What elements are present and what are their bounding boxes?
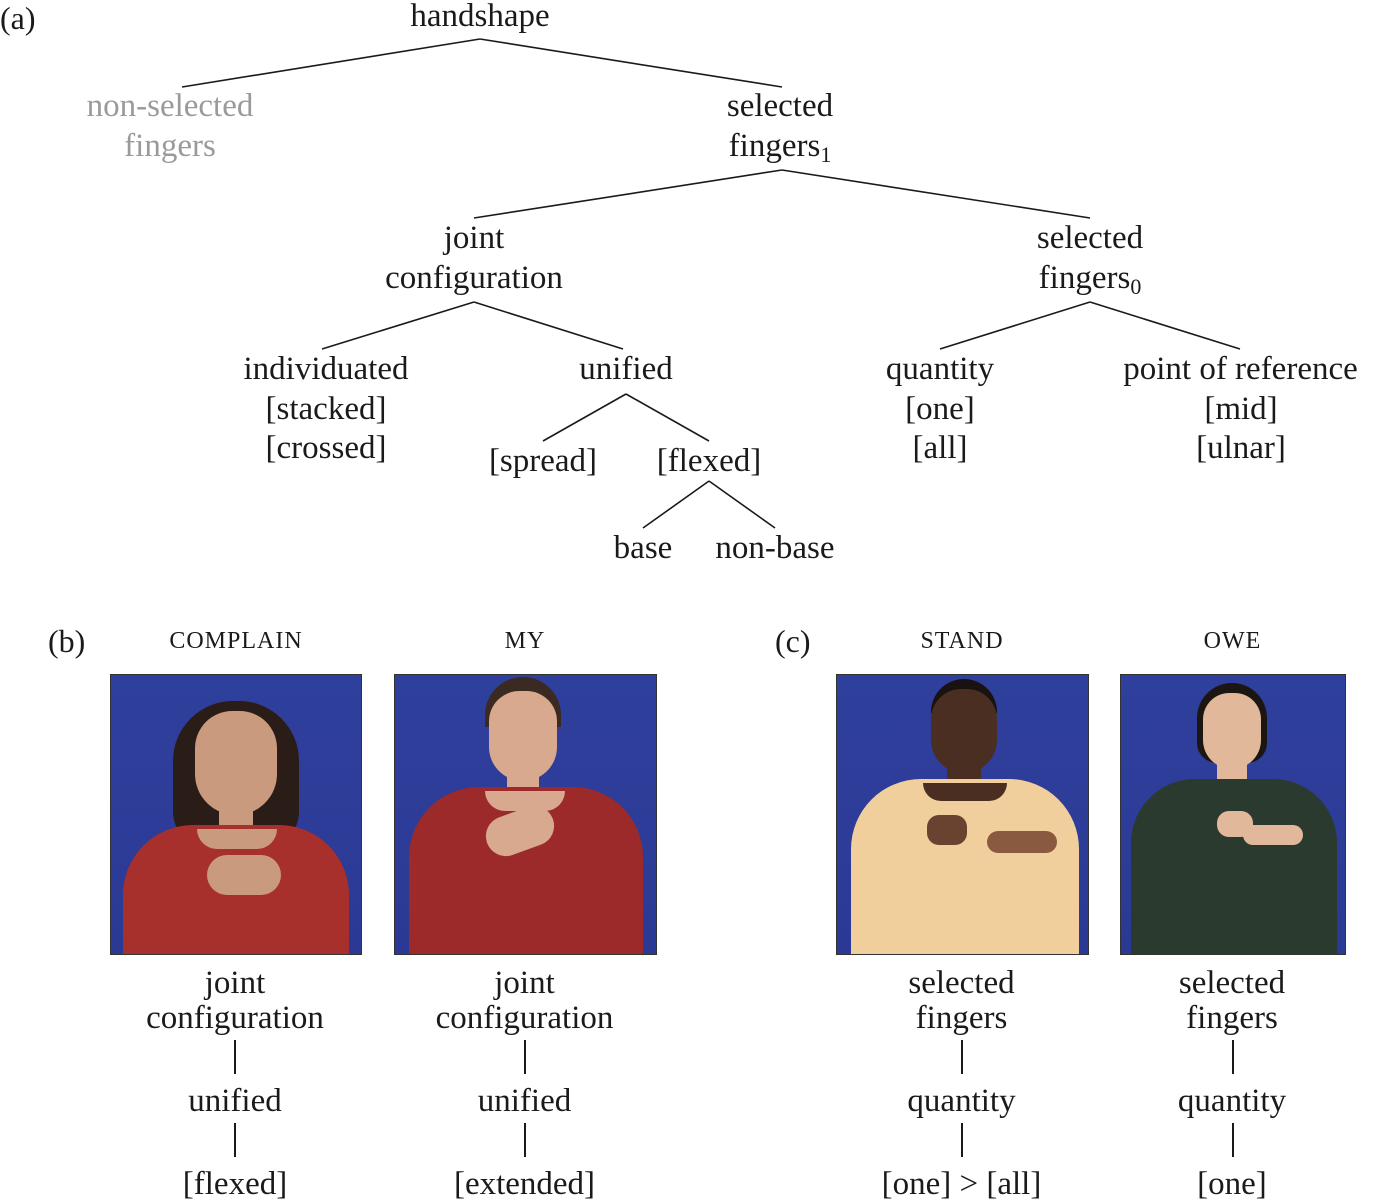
owe-edge-2 (1232, 1123, 1234, 1157)
complain-edge-2 (234, 1123, 236, 1157)
stand-line1: selected (908, 965, 1015, 1001)
owe-mid: quantity (1177, 1083, 1287, 1119)
node-joint-configuration-line1: joint (443, 220, 505, 256)
owe-edge-1 (1232, 1040, 1234, 1074)
complain-edge-1 (234, 1040, 236, 1074)
feature-stacked: [stacked] (265, 391, 387, 427)
feature-ulnar: [ulnar] (1196, 430, 1286, 466)
node-base: base (613, 530, 673, 566)
photo-owe (1120, 674, 1346, 955)
node-selected-fingers1-line1: selected (726, 88, 834, 124)
gloss-stand: STAND (920, 628, 1004, 654)
photo-complain (110, 674, 362, 955)
complain-line1: joint (204, 965, 266, 1001)
node-unified: unified (579, 351, 673, 387)
complain-mid: unified (188, 1083, 282, 1119)
gloss-owe: OWE (1203, 628, 1262, 654)
feature-one: [one] (905, 391, 975, 427)
my-edge-2 (524, 1123, 526, 1157)
node-selected-fingers0-line1: selected (1036, 220, 1144, 256)
subscript-0: 0 (1130, 274, 1142, 299)
owe-line1: selected (1178, 965, 1286, 1001)
panel-b-tag: (b) (48, 623, 86, 659)
photo-stand (836, 674, 1089, 955)
photo-my (394, 674, 657, 955)
stand-mid: quantity (907, 1083, 1016, 1119)
node-handshape: handshape (410, 0, 550, 34)
feature-crossed: [crossed] (265, 430, 387, 466)
node-non-selected-fingers-line2: fingers (124, 128, 216, 164)
panel-a-tag: (a) (0, 0, 36, 36)
my-line2: configuration (435, 1000, 614, 1036)
stand-value: [one] > [all] (881, 1166, 1042, 1202)
gloss-complain: COMPLAIN (169, 628, 303, 654)
feature-flexed: [flexed] (656, 443, 762, 479)
gloss-my: MY (504, 628, 546, 654)
node-selected-fingers0-line2: fingers0 (1038, 260, 1142, 299)
my-value: [extended] (453, 1166, 596, 1202)
my-line1: joint (494, 965, 555, 1001)
tree-edges (181, 38, 1241, 529)
feature-all: [all] (912, 430, 968, 466)
node-joint-configuration-line2: configuration (385, 260, 563, 296)
subscript-1: 1 (820, 142, 832, 167)
complain-line2: configuration (146, 1000, 324, 1036)
stand-edge-2 (961, 1123, 963, 1157)
owe-value: [one] (1197, 1166, 1267, 1202)
node-individuated: individuated (243, 351, 409, 387)
my-mid: unified (477, 1083, 572, 1119)
node-non-selected-fingers-line1: non-selected (86, 88, 254, 124)
stand-edge-1 (961, 1040, 963, 1074)
feature-spread: [spread] (488, 443, 598, 479)
panel-c-tag: (c) (775, 623, 811, 659)
my-edge-1 (524, 1040, 526, 1074)
node-point-of-reference: point of reference (1123, 351, 1358, 387)
node-selected-fingers1-line2: fingers1 (728, 128, 832, 167)
complain-value: [flexed] (182, 1166, 288, 1202)
feature-mid: [mid] (1204, 391, 1278, 427)
node-non-base: non-base (715, 530, 835, 566)
stand-line2: fingers (915, 1000, 1008, 1036)
node-quantity: quantity (885, 351, 995, 387)
owe-line2: fingers (1186, 1000, 1278, 1036)
